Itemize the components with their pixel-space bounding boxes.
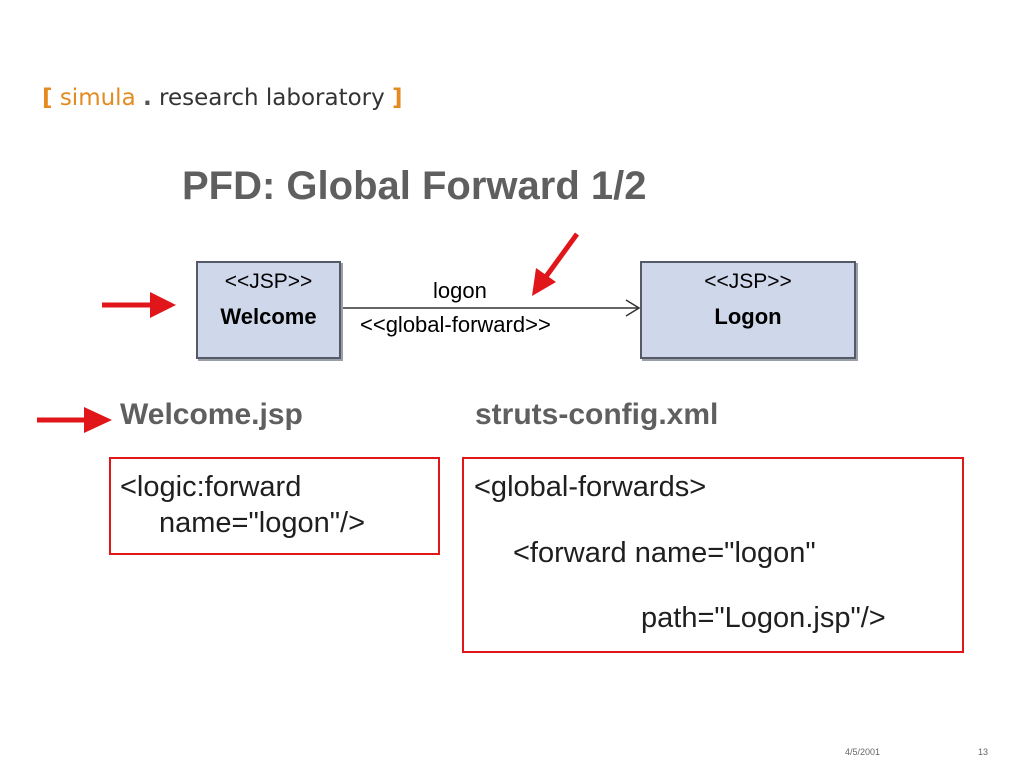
welcome-jsp-box: <<JSP>> Welcome — [196, 261, 341, 359]
code-line: name="logon"/> — [159, 507, 366, 539]
code-line: <global-forwards> — [474, 471, 707, 503]
welcome-box-name: Welcome — [220, 304, 317, 329]
logon-box-name: Logon — [714, 304, 782, 329]
brand-open-bracket: [ — [42, 85, 53, 111]
footer-date: 4/5/2001 — [845, 747, 881, 757]
logon-box-stereotype: <<JSP>> — [704, 270, 792, 293]
brand-close-bracket: ] — [392, 85, 403, 111]
code-line: <forward name="logon" — [513, 537, 816, 569]
brand-name: simula — [59, 85, 136, 111]
slide-title: PFD: Global Forward 1/2 — [182, 164, 647, 208]
page-number: 13 — [978, 747, 989, 757]
code-line: <logic:forward — [120, 471, 302, 503]
red-arrow-icon — [37, 407, 112, 433]
brand-subtitle: research laboratory — [159, 85, 385, 111]
welcome-code-box: <logic:forward name="logon"/> — [109, 457, 440, 555]
red-arrow-icon — [102, 292, 176, 318]
welcome-jsp-heading: Welcome.jsp — [120, 398, 303, 431]
brand-separator: . — [142, 85, 152, 111]
brand-logo: [ simula . research laboratory ] — [42, 80, 403, 116]
code-line: path="Logon.jsp"/> — [641, 602, 886, 634]
edge-stereotype-label: <<global-forward>> — [360, 312, 551, 337]
struts-code-box: <global-forwards> <forward name="logon" … — [462, 457, 964, 653]
red-arrow-icon — [532, 232, 580, 296]
edge-name-label: logon — [433, 278, 487, 303]
struts-config-heading: struts-config.xml — [475, 398, 719, 431]
welcome-box-stereotype: <<JSP>> — [224, 270, 313, 293]
logon-jsp-box: <<JSP>> Logon — [640, 261, 856, 359]
